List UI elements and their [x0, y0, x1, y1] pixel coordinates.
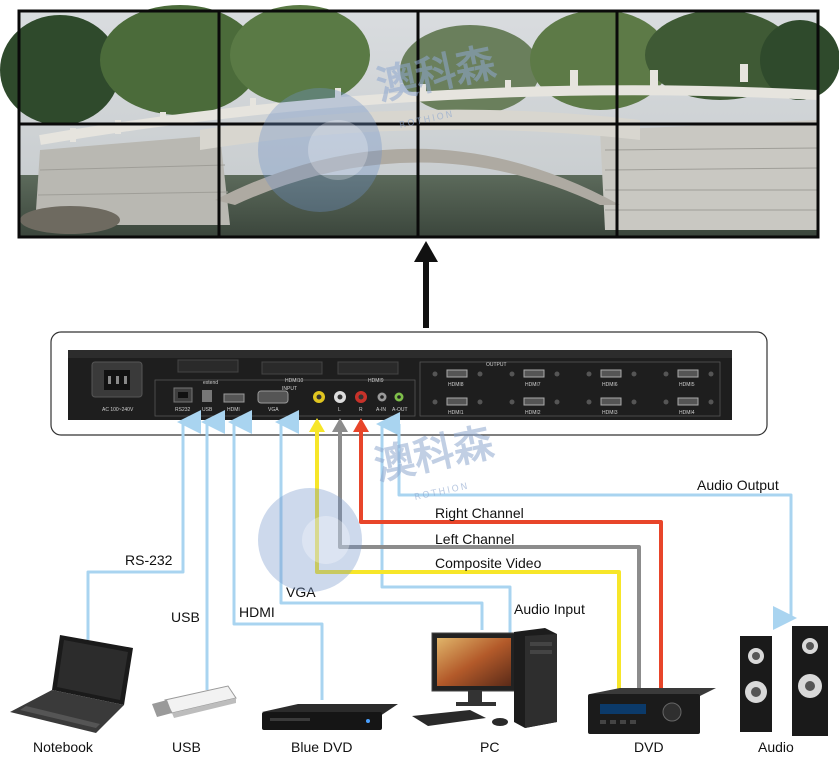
output-label: OUTPUT — [486, 362, 507, 368]
output-label-hdmi7: HDMI7 — [525, 382, 541, 388]
port-usb — [202, 390, 212, 402]
output-label-hdmi6: HDMI6 — [602, 382, 618, 388]
watermark-en-bottom: ROTHION — [414, 481, 471, 502]
port-audio-out — [394, 392, 404, 402]
output-label-hdmi2: HDMI2 — [525, 410, 541, 416]
hdmi10-label: HDMI10 — [285, 378, 304, 384]
input-label: INPUT — [282, 386, 297, 392]
port-label-usb: USB — [202, 407, 213, 413]
port-label-vga: VGA — [268, 407, 279, 413]
power-socket — [91, 361, 143, 398]
port-label-aout: A-OUT — [392, 407, 408, 413]
bluray-player-icon — [262, 704, 398, 730]
video-wall — [0, 5, 839, 239]
output-label-hdmi5: HDMI5 — [679, 382, 695, 388]
label-audio-output: Audio Output — [697, 477, 779, 493]
cable-rs232 — [86, 410, 201, 640]
output-port-hdmi3 — [600, 397, 622, 406]
output-port-hdmi8 — [446, 369, 468, 378]
label-right-channel: Right Channel — [435, 505, 524, 521]
label-vga: VGA — [286, 584, 316, 600]
dvd-receiver-icon — [588, 688, 716, 734]
port-label-rs232: RS232 — [175, 407, 191, 413]
port-vga — [257, 390, 289, 404]
output-label-hdmi8: HDMI8 — [448, 382, 464, 388]
label-dvd: DVD — [634, 739, 664, 755]
cable-labels: RS-232 USB HDMI VGA Audio Output Right C… — [125, 477, 779, 625]
label-hdmi: HDMI — [239, 604, 275, 620]
hdmi9-label: HDMI9 — [368, 378, 384, 384]
output-port-hdmi2 — [523, 397, 545, 406]
output-label-hdmi3: HDMI3 — [602, 410, 618, 416]
label-bluray: Blue DVD — [291, 739, 352, 755]
power-label: AC 100~240V — [102, 407, 134, 413]
label-notebook: Notebook — [33, 739, 94, 755]
port-composite — [313, 391, 325, 403]
cable-right-channel — [359, 428, 663, 690]
label-rs232: RS-232 — [125, 552, 173, 568]
output-label-hdmi4: HDMI4 — [679, 410, 695, 416]
port-audio-in — [377, 392, 387, 402]
label-left-channel: Left Channel — [435, 531, 514, 547]
cable-audio-output — [397, 424, 797, 630]
signal-arrow — [414, 241, 438, 328]
usb-stick-icon — [152, 685, 237, 718]
controller-rear-panel: AC 100~240V extend HDMI10 HDMI9 INPUT RS… — [50, 331, 768, 436]
speakers-icon — [740, 626, 828, 736]
output-port-hdmi5 — [677, 369, 699, 378]
port-hdmi — [223, 393, 245, 403]
notebook-icon — [10, 635, 133, 733]
port-label-r: R — [359, 407, 363, 413]
port-label-ain: A-IN — [376, 407, 386, 413]
port-audio-left — [334, 391, 346, 403]
label-audio-input: Audio Input — [514, 601, 585, 617]
label-usb-cable: USB — [171, 609, 200, 625]
port-audio-right — [355, 391, 367, 403]
label-usb-device: USB — [172, 739, 201, 755]
output-label-hdmi1: HDMI1 — [448, 410, 464, 416]
cable-audio-input — [376, 412, 512, 640]
cables — [86, 410, 797, 700]
label-audio-device: Audio — [758, 739, 794, 755]
port-label-hdmi: HDMI — [227, 407, 240, 413]
cable-left-channel — [338, 428, 641, 690]
cable-composite-video — [315, 428, 621, 690]
cable-hdmi — [228, 410, 324, 700]
cable-vga — [275, 410, 484, 630]
label-pc: PC — [480, 739, 499, 755]
label-composite-video: Composite Video — [435, 555, 542, 571]
output-port-hdmi6 — [600, 369, 622, 378]
output-port-hdmi1 — [446, 397, 468, 406]
output-port-hdmi7 — [523, 369, 545, 378]
pc-icon — [412, 628, 557, 728]
port-label-l: L — [338, 407, 341, 413]
output-ports — [446, 369, 699, 406]
output-port-hdmi4 — [677, 397, 699, 406]
port-rs232 — [173, 387, 193, 403]
extend-label: extend — [203, 380, 218, 386]
